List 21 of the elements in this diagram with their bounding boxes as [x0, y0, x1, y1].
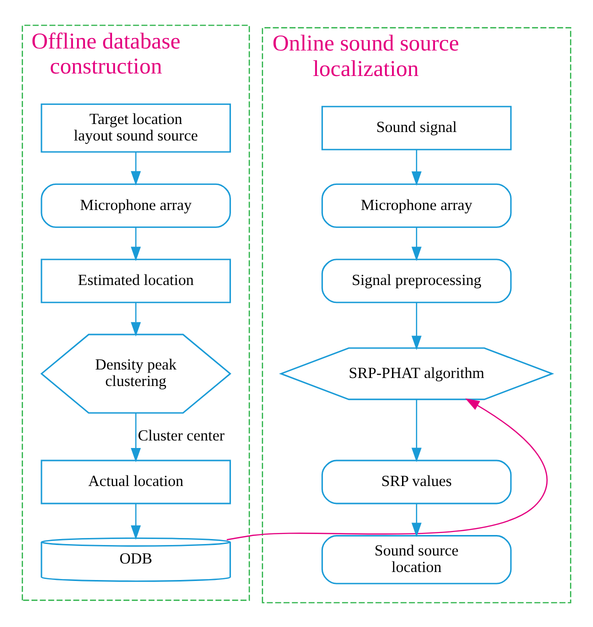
arrow	[226, 398, 548, 540]
node-box: Microphone array	[40, 182, 231, 228]
node-box: Sound source location	[321, 534, 512, 584]
arrow	[130, 302, 141, 336]
arrow	[412, 503, 422, 537]
node-box: Estimated location	[40, 258, 231, 303]
node-box: Actual location	[40, 459, 231, 504]
node-box: Sound signal	[321, 105, 512, 150]
node-box: Target location layout sound source	[40, 102, 231, 152]
node-box: SRP values	[321, 459, 512, 504]
arrow	[412, 302, 422, 350]
edge-label: Cluster center	[138, 427, 225, 444]
arrow	[412, 149, 422, 186]
arrow	[130, 152, 141, 186]
arrow	[130, 227, 141, 261]
arrow	[130, 412, 141, 462]
node-box: Microphone array	[321, 182, 512, 228]
arrow	[412, 398, 422, 462]
arrow	[130, 503, 141, 540]
node-box: Signal preprocessing	[321, 258, 512, 303]
arrow	[412, 227, 422, 261]
